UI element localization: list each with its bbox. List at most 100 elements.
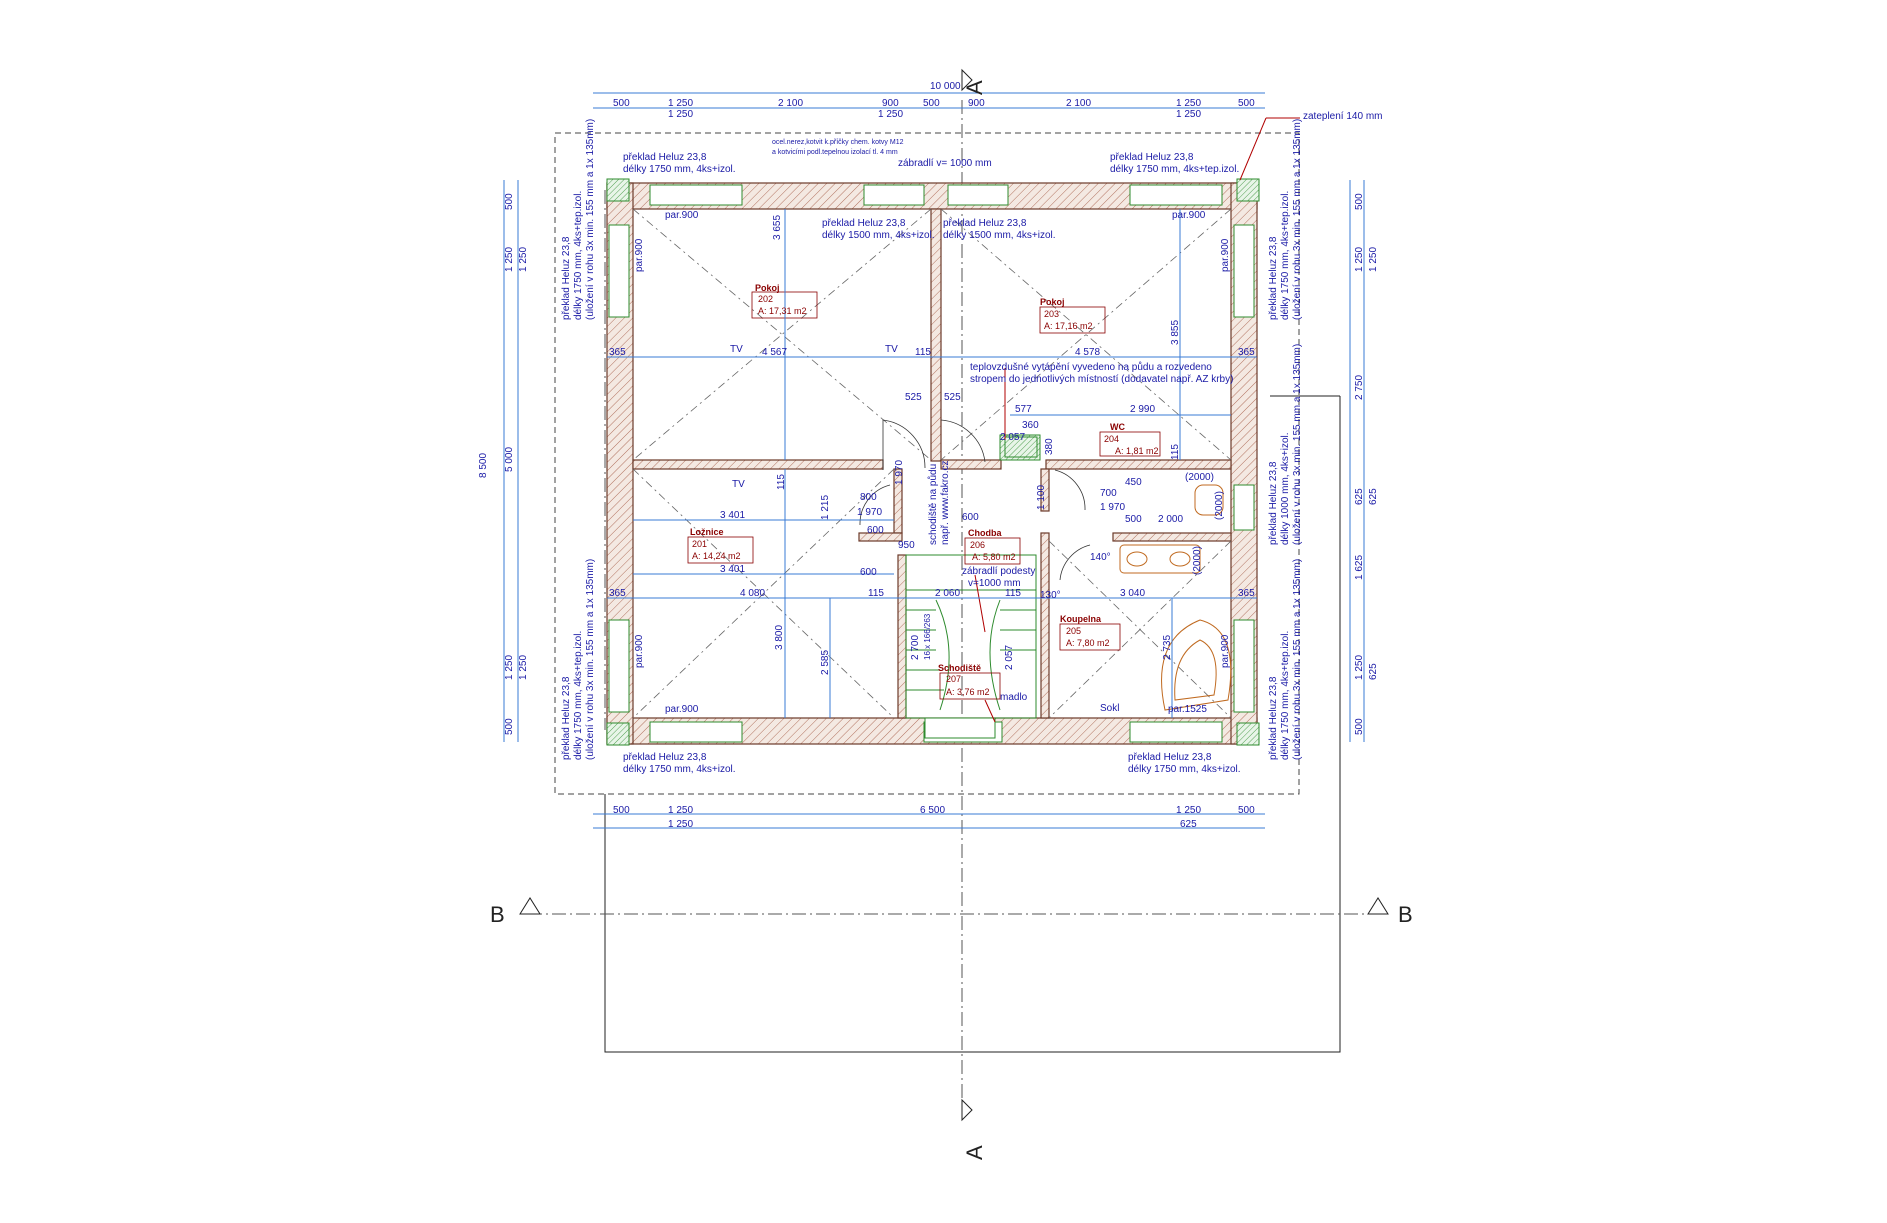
room-number: 207 [946, 674, 961, 684]
side-lintel-note: překlad Heluz 23,8 [1268, 676, 1279, 760]
dim-top: 2 100 [778, 98, 803, 109]
room-name: WC [1110, 422, 1125, 432]
dim-right: 625 [1368, 488, 1379, 505]
side-lintel-note: překlad Heluz 23,8 [1268, 461, 1279, 545]
room-number: 205 [1066, 626, 1081, 636]
opening-label: par.900 [1220, 634, 1231, 668]
lintel-note: délky 1750 mm, 4ks+izol. [623, 764, 736, 775]
left-dimensions: 8 500 5 000 500 1 250 1 250 1 250 1 250 … [478, 193, 529, 735]
dim-inner: 525 [905, 392, 922, 403]
dim-top-total: 10 000 [930, 81, 961, 92]
opening-marks: par.900 par.900 par.900 par.900 par.900 … [634, 210, 1231, 715]
handrail-label: madlo [1000, 692, 1028, 703]
lintel-note: překlad Heluz 23,8 [623, 752, 707, 763]
lintel-note: délky 1750 mm, 4ks+izol. [623, 164, 736, 175]
room-number: 201 [692, 539, 707, 549]
side-lintel-note: délky 1750 mm, 4ks+tep.izol. [1280, 631, 1291, 760]
dim-inner: 2 990 [1130, 404, 1155, 415]
dim-inner: 1 970 [857, 507, 882, 518]
side-lintel-note: (uložení v rohu 3x min. 155 mm a 1x 135m… [1292, 119, 1303, 320]
opening-label: (2000) [1192, 546, 1203, 575]
section-b-left: B [490, 902, 505, 927]
windows [608, 184, 1255, 743]
room-area: A: 3,76 m2 [946, 687, 990, 697]
section-markers [519, 68, 1389, 1122]
dim-top2: 1 250 [668, 109, 693, 120]
walls [606, 182, 1258, 745]
room-name: Pokoj [755, 283, 780, 293]
dim-inner: 525 [944, 392, 961, 403]
steel-note: ocel.nerez,kotvit k.příčky chem. kotvy M… [772, 139, 904, 146]
room-frames [687, 291, 1161, 700]
dim-inner: 3 655 [772, 215, 783, 240]
tv-label: TV [885, 344, 898, 355]
section-axes [528, 100, 1385, 1110]
section-b-right: B [1398, 902, 1413, 927]
opening-label: par.900 [665, 704, 699, 715]
section-a-top: A [962, 80, 987, 95]
heating-note: stropem do jednotlivých místností (dodav… [970, 374, 1233, 385]
dim-inner: 2 735 [1162, 635, 1173, 660]
dim-left: 1 250 [518, 655, 529, 680]
section-a-bottom: A [962, 1145, 987, 1160]
dim-bottom: 1 250 [668, 805, 693, 816]
insulation-note: zateplení 140 mm [1303, 111, 1383, 122]
roof-outline [554, 132, 1341, 1053]
dim-inner: 600 [860, 567, 877, 578]
angle-label: 140° [1090, 552, 1111, 563]
dim-left: 500 [504, 193, 515, 210]
dim-left: 500 [504, 718, 515, 735]
dim-top: 500 [613, 98, 630, 109]
dim-top2: 1 250 [878, 109, 903, 120]
doors [859, 419, 1091, 581]
lintel-note: délky 1500 mm, 4ks+izol. [943, 230, 1056, 241]
dim-top: 1 250 [668, 98, 693, 109]
opening-label: par.900 [1220, 238, 1231, 272]
side-lintel-note: překlad Heluz 23,8 [561, 236, 572, 320]
dim-inner: 3 040 [1120, 588, 1145, 599]
dim-top: 500 [923, 98, 940, 109]
dim-top: 1 250 [1176, 98, 1201, 109]
lintel-note: překlad Heluz 23,8 [623, 152, 707, 163]
side-lintel-note: (uložení v rohu 3x min. 155 mm a 1x 135m… [1292, 344, 1303, 545]
dim-inner: 365 [609, 588, 626, 599]
dim-top: 2 100 [1066, 98, 1091, 109]
stair-count: 16 x 166/263 [923, 613, 932, 660]
room-name: Ložnice [690, 527, 724, 537]
right-dimensions: 500 1 250 1 250 2 750 625 625 1 625 1 25… [1354, 193, 1379, 735]
side-lintel-note: délky 1750 mm, 4ks+tep.izol. [1280, 191, 1291, 320]
plinth-label: Sokl [1100, 703, 1119, 714]
side-lintel-note: překlad Heluz 23,8 [561, 676, 572, 760]
dim-right: 625 [1368, 663, 1379, 680]
dim-bottom: 500 [1238, 805, 1255, 816]
lintel-note: délky 1750 mm, 4ks+tep.izol. [1110, 164, 1239, 175]
lintel-note: překlad Heluz 23,8 [822, 218, 906, 229]
dim-inner: 365 [609, 347, 626, 358]
dim-inner: 3 855 [1170, 320, 1181, 345]
room-number: 202 [758, 294, 773, 304]
side-lintel-note: překlad Heluz 23,8 [1268, 236, 1279, 320]
room-name: Chodba [968, 528, 1002, 538]
dim-inner: 1 215 [820, 495, 831, 520]
dim-right: 500 [1354, 193, 1365, 210]
dim-inner: 2 057 [1004, 645, 1015, 670]
dim-inner: 4 567 [762, 347, 787, 358]
staircase [905, 554, 1037, 739]
room-area: A: 14,24 m2 [692, 551, 741, 561]
dim-inner: 450 [1125, 477, 1142, 488]
dim-inner: 600 [867, 525, 884, 536]
dim-bottom: 6 500 [920, 805, 945, 816]
room-name: Pokoj [1040, 297, 1065, 307]
section-letters: A A B B [490, 80, 1413, 1160]
dim-inner: 600 [962, 512, 979, 523]
dim-right: 1 250 [1354, 247, 1365, 272]
room-area: A: 17,16 m2 [1044, 321, 1093, 331]
angle-label: 130° [1040, 590, 1061, 601]
dim-inner: 365 [1238, 588, 1255, 599]
room-area: A: 5,80 m2 [972, 552, 1016, 562]
dim-left: 1 250 [518, 247, 529, 272]
dim-inner: 800 [860, 492, 877, 503]
dim-inner: 2 700 [910, 635, 921, 660]
opening-label: par.900 [634, 238, 645, 272]
